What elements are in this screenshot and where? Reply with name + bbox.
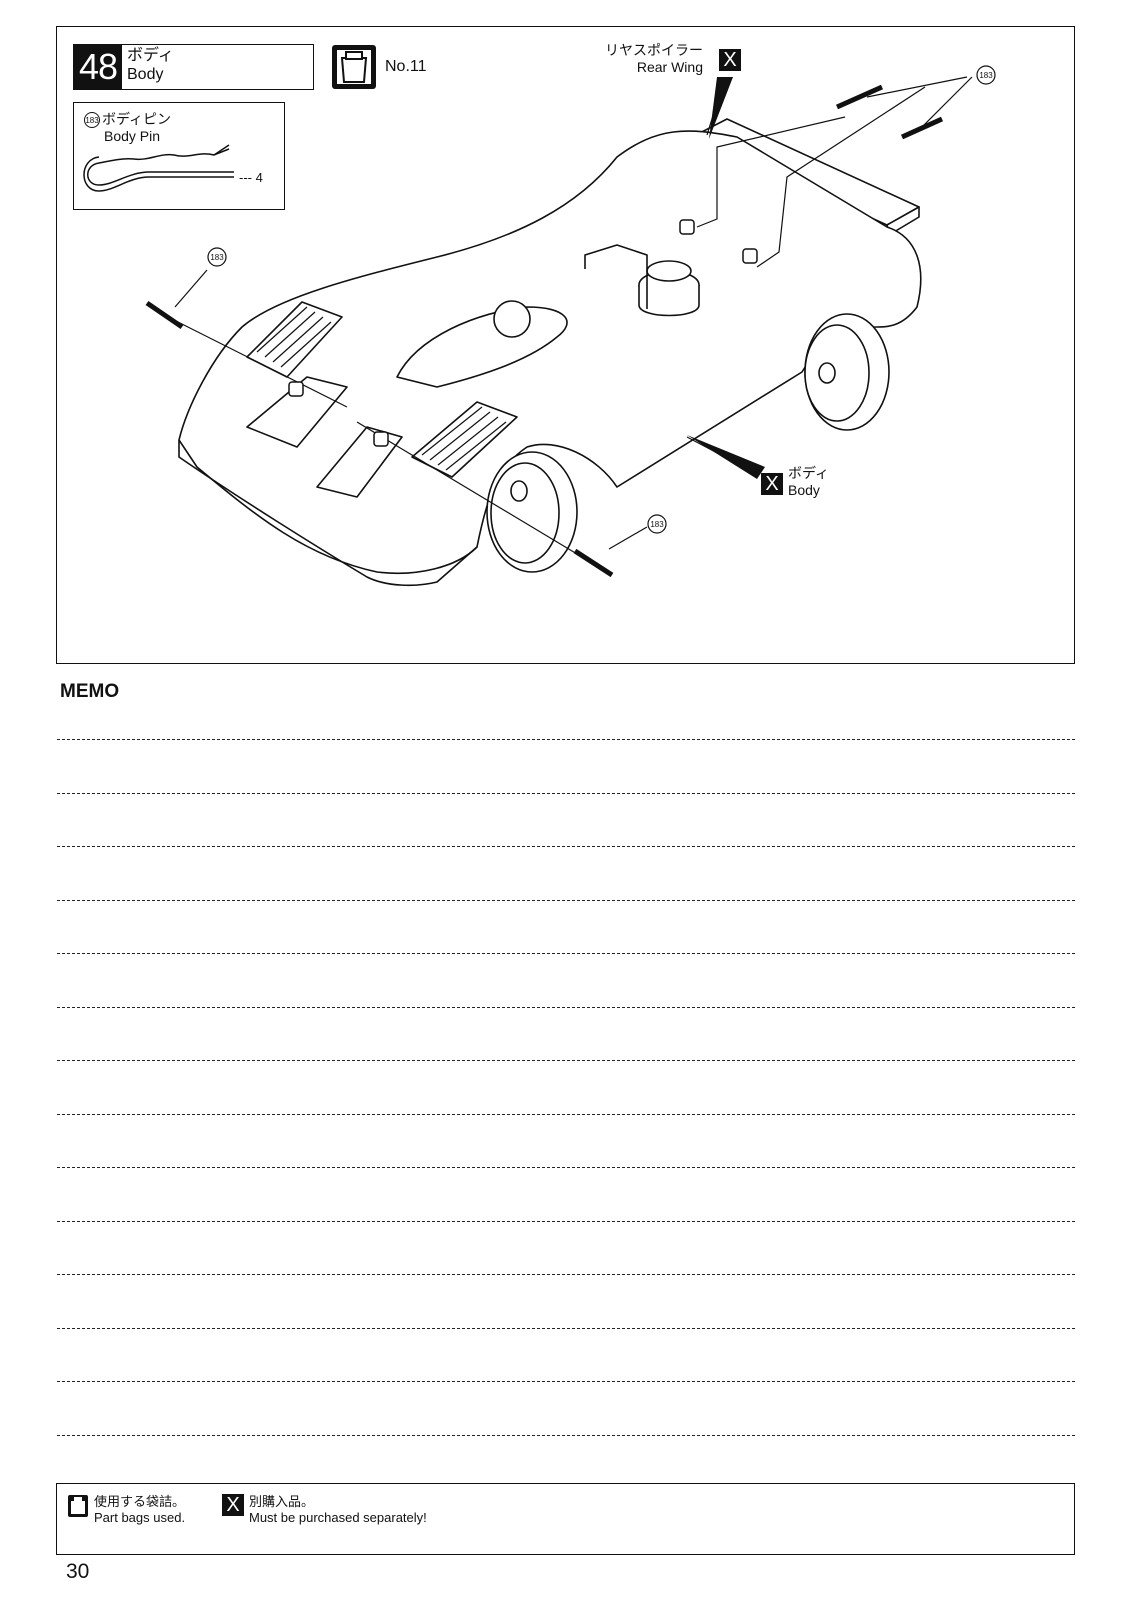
car-body-illustration: 183 183 183 — [145, 65, 996, 587]
legend-separate-en: Must be purchased separately! — [249, 1510, 427, 1525]
separate-purchase-mark-wing: X — [719, 49, 741, 71]
legend-separate: X 別購入品。 Must be purchased separately! — [222, 1494, 427, 1526]
memo-line — [57, 953, 1075, 954]
memo-line — [57, 1060, 1075, 1061]
callout-rear-wing: リヤスポイラー Rear Wing — [605, 42, 703, 76]
separate-purchase-mark: X — [222, 1494, 244, 1516]
legend-bag: 使用する袋詰。 Part bags used. — [67, 1494, 185, 1526]
part-ref-number: 183 — [84, 112, 100, 129]
step-header: 48 ボディ Body — [73, 44, 314, 90]
page-number: 30 — [66, 1560, 90, 1583]
bag-number: No.11 — [385, 58, 427, 75]
memo-line — [57, 1006, 1075, 1008]
memo-line — [57, 792, 1075, 794]
step-number: 48 — [74, 45, 122, 89]
callout-ref-183-b: 183 — [650, 520, 664, 529]
memo-line — [57, 1434, 1075, 1436]
memo-line — [57, 1327, 1075, 1329]
bag-indicator: No.11 — [331, 44, 427, 90]
memo-line — [57, 1220, 1075, 1222]
memo-line — [57, 899, 1075, 901]
step-titles: ボディ Body — [122, 45, 174, 89]
part-bag-icon — [332, 45, 376, 89]
memo-line — [57, 1274, 1075, 1275]
callout-ref-183-a: 183 — [210, 253, 224, 262]
rear-wing-label-jp: リヤスポイラー — [605, 42, 703, 58]
callout-ref-183-c: 183 — [979, 71, 993, 80]
step-title-jp: ボディ — [127, 47, 174, 64]
separate-purchase-mark-body: X — [761, 473, 783, 495]
memo-title: MEMO — [60, 681, 120, 702]
body-label-jp: ボディ — [788, 465, 830, 481]
part-bag-icon — [68, 1495, 88, 1517]
legend-separate-jp: 別購入品。 — [249, 1494, 315, 1509]
legend-bag-jp: 使用する袋詰。 — [94, 1494, 186, 1509]
part-quantity: --- 4 — [239, 170, 263, 185]
callout-body: ボディ Body — [788, 465, 829, 499]
legend-bag-en: Part bags used. — [94, 1510, 186, 1525]
body-label-en: Body — [788, 482, 820, 498]
memo-line — [57, 1381, 1075, 1382]
body-pin-icon — [83, 144, 234, 192]
rear-wing-label-en: Rear Wing — [636, 59, 703, 75]
step-title-en: Body — [127, 66, 164, 83]
memo-line — [57, 1167, 1075, 1168]
memo-line — [57, 1113, 1075, 1115]
part-name-jp: ボディピン — [102, 111, 172, 127]
legend-box: 使用する袋詰。 Part bags used. X 別購入品。 Must be … — [56, 1483, 1075, 1555]
memo-line — [57, 739, 1075, 740]
part-name-en: Body Pin — [104, 128, 161, 145]
memo-line — [57, 846, 1075, 847]
